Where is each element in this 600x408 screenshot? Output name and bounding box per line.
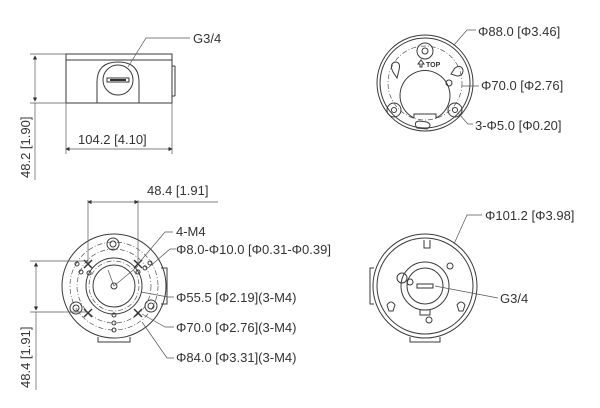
side-height-dim: 48.2 [1.90]	[18, 117, 33, 178]
housing-outer	[372, 233, 478, 339]
side-port-view: Φ101.2 [Φ3.98] G3/4	[369, 208, 574, 343]
side-width-dim: 104.2 [4.10]	[78, 132, 147, 147]
center-opening	[399, 70, 451, 119]
screws-label: 4-M4	[176, 224, 206, 239]
circle-3-label: Φ84.0 [Φ3.31](3-M4)	[176, 350, 296, 365]
thread-leader	[127, 37, 190, 68]
bottom-horizontal-dim: 48.4 [1.91]	[147, 183, 208, 198]
bottom-vertical-dim: 48.4 [1.91]	[18, 327, 33, 388]
plate-holes: 3-Φ5.0 [Φ0.20]	[475, 118, 562, 133]
housing-outer-dia: Φ101.2 [Φ3.98]	[485, 208, 574, 223]
side-view: G3/4 104.2 [4.10] 48.2 [1.90]	[18, 31, 221, 180]
circle-1-label: Φ55.5 [Φ2.19](3-M4)	[176, 290, 296, 305]
plate-outer-ring	[376, 34, 474, 132]
side-thread-label: G3/4	[193, 31, 221, 46]
top-marker-label: TOP	[426, 62, 441, 69]
box-body	[65, 53, 173, 104]
port-thread-label: G3/4	[500, 291, 528, 306]
cable-hole-label: Φ8.0-Φ10.0 [Φ0.31-Φ0.39]	[176, 242, 331, 257]
port-plug	[102, 64, 134, 96]
circle-2-label: Φ70.0 [Φ2.76](3-M4)	[176, 320, 296, 335]
plate-bolt-circle: Φ70.0 [Φ2.76]	[481, 78, 563, 93]
plate-outer-dia: Φ88.0 [Φ3.46]	[478, 24, 560, 39]
port-plug	[406, 267, 444, 305]
bottom-view: 48.4 [1.91] 48.4 [1.91] 4-M4 Φ8.0-Φ10.0 …	[18, 183, 331, 390]
mounting-plate-view: TOP Φ88.0 [Φ3.46] Φ70.0 [Φ2.76] 3-Φ5.0 […	[376, 24, 563, 133]
top-arrow-icon	[417, 59, 425, 68]
port-boss	[96, 61, 140, 103]
base-outer	[61, 233, 167, 339]
